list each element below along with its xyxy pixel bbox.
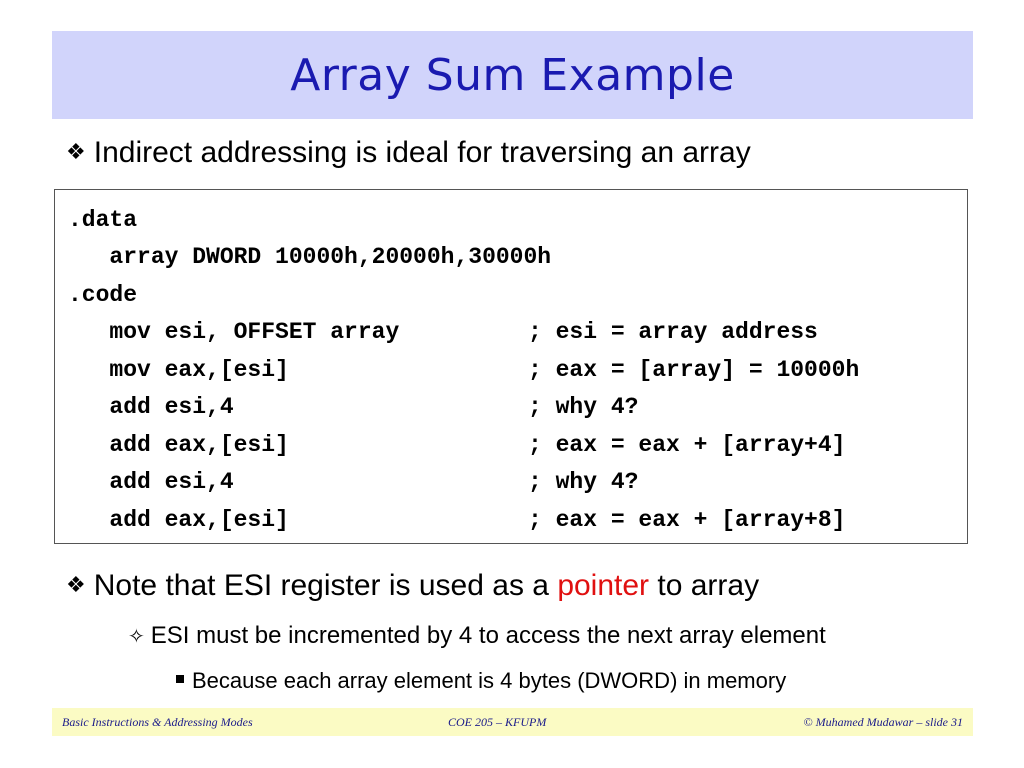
- star-bullet-icon: ✧: [128, 624, 145, 648]
- code-line: .data: [68, 207, 138, 233]
- code-line: add eax,[esi]: [68, 507, 289, 533]
- code-comment: ; esi = array address: [528, 319, 818, 345]
- sub-bullet-increment: ✧ESI must be incremented by 4 to access …: [128, 622, 826, 650]
- code-comment: ; why 4?: [528, 469, 639, 495]
- code-line: add esi,4: [68, 469, 234, 495]
- code-block: .data array DWORD 10000h,20000h,30000h .…: [54, 189, 968, 544]
- code-comment: ; eax = eax + [array+8]: [528, 507, 846, 533]
- code-line: add eax,[esi]: [68, 432, 289, 458]
- diamond-bullet-icon: ❖: [66, 140, 86, 165]
- sub-bullet-dword-size: Because each array element is 4 bytes (D…: [176, 668, 786, 694]
- bullet-indirect-addressing: ❖ Indirect addressing is ideal for traver…: [66, 136, 751, 170]
- square-bullet-icon: [176, 675, 184, 683]
- highlight-pointer: pointer: [557, 569, 650, 602]
- diamond-bullet-icon: ❖: [66, 573, 86, 598]
- slide-title: Array Sum Example: [290, 49, 735, 101]
- footer-course-code: COE 205 – KFUPM: [448, 715, 547, 729]
- code-line: mov esi, OFFSET array: [68, 319, 400, 345]
- code-comment: ; why 4?: [528, 394, 639, 420]
- title-banner: Array Sum Example: [52, 31, 973, 119]
- code-comment: ; eax = [array] = 10000h: [528, 357, 860, 383]
- bullet-esi-pointer: ❖ Note that ESI register is used as a poi…: [66, 569, 759, 603]
- sub-bullet-text: Because each array element is 4 bytes (D…: [192, 668, 787, 693]
- bullet-text: Indirect addressing is ideal for travers…: [93, 136, 751, 169]
- sub-bullet-text: ESI must be incremented by 4 to access t…: [150, 622, 826, 649]
- code-line: mov eax,[esi]: [68, 357, 289, 383]
- bullet-text-after: to array: [649, 569, 760, 602]
- footer-course-topic: Basic Instructions & Addressing Modes: [62, 715, 253, 729]
- code-line: array DWORD 10000h,20000h,30000h: [68, 244, 552, 270]
- footer-copyright: © Muhamed Mudawar – slide 31: [803, 715, 963, 729]
- code-comment: ; eax = eax + [array+4]: [528, 432, 846, 458]
- bullet-text-before: Note that ESI register is used as a: [93, 569, 558, 602]
- code-line: add esi,4: [68, 394, 234, 420]
- code-line: .code: [68, 282, 138, 308]
- footer-bar: Basic Instructions & Addressing Modes CO…: [52, 708, 973, 736]
